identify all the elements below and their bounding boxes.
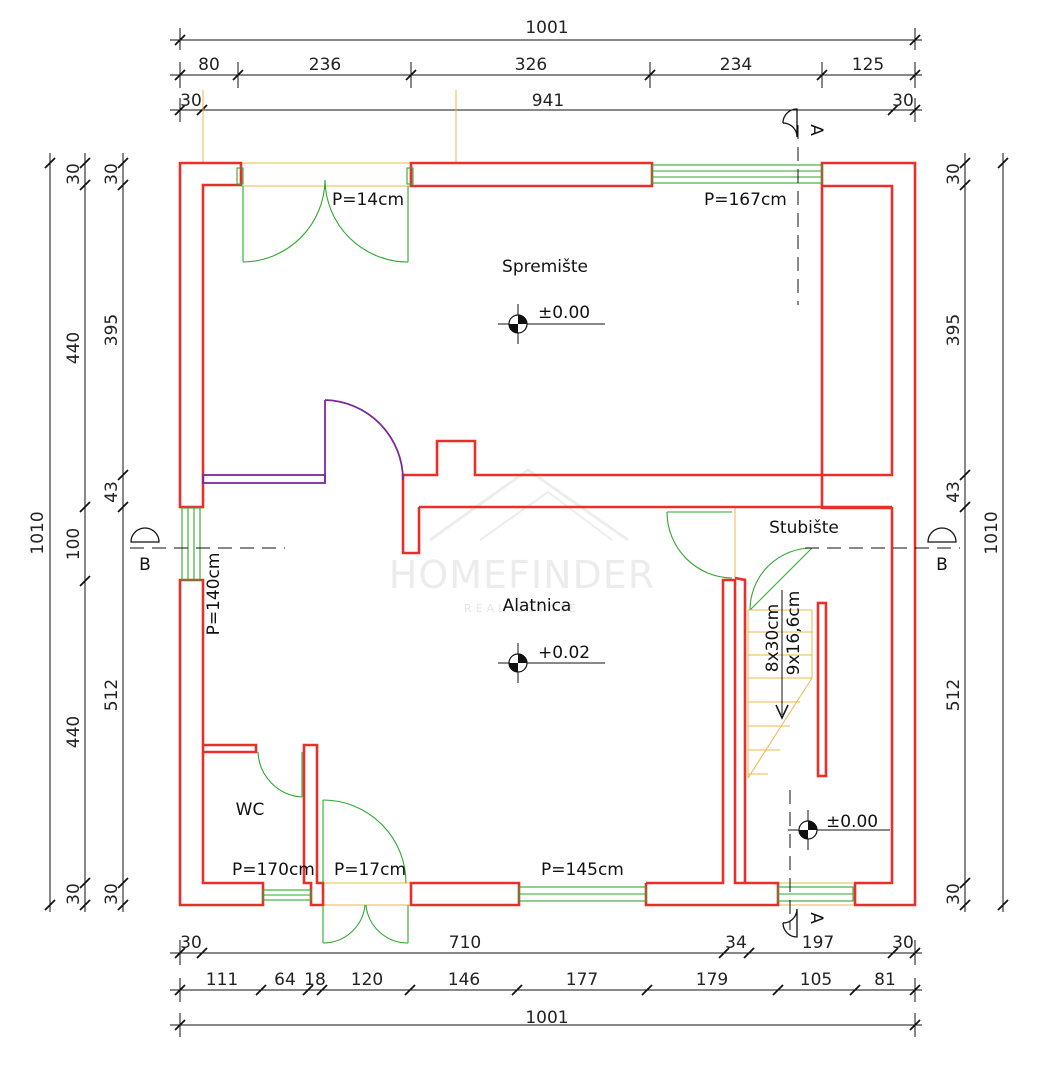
section-a-top: A bbox=[806, 124, 826, 136]
watermark: HOMEFINDER REAL ESTATE bbox=[389, 468, 655, 615]
dim-bottom-inner-34: 34 bbox=[725, 933, 747, 953]
dim-top-seg: 234 bbox=[720, 55, 752, 75]
dim-bottom-seg: 18 bbox=[304, 970, 326, 990]
dim-bottom-seg: 177 bbox=[566, 970, 598, 990]
dimension-lines bbox=[44, 28, 1009, 1037]
dim-left-outer: 30 bbox=[64, 163, 84, 185]
watermark-brand: HOMEFINDER bbox=[389, 553, 655, 597]
level-workshop: +0.02 bbox=[538, 643, 590, 663]
section-b-right: B bbox=[936, 555, 948, 575]
dim-top-inner-mid: 941 bbox=[532, 91, 564, 111]
dim-bottom-seg: 81 bbox=[874, 970, 896, 990]
dim-right-inner: 512 bbox=[944, 679, 964, 711]
dim-right-inner: 395 bbox=[944, 314, 964, 346]
dim-right-inner: 30 bbox=[944, 883, 964, 905]
room-wc-label: WC bbox=[236, 800, 265, 820]
stair-treads: 8x30cm bbox=[763, 604, 783, 672]
dim-top-seg: 125 bbox=[852, 55, 884, 75]
dim-left-outer: 30 bbox=[64, 883, 84, 905]
dim-top-total: 1001 bbox=[525, 18, 568, 38]
dim-left-inner: 395 bbox=[102, 314, 122, 346]
section-a-bottom: A bbox=[806, 912, 826, 924]
opening-window-wc: P=170cm bbox=[232, 860, 315, 880]
room-stairs-label: Stubište bbox=[769, 518, 839, 538]
dim-top-inner-left: 30 bbox=[180, 91, 202, 111]
opening-window-bottom: P=145cm bbox=[541, 860, 624, 880]
dim-bottom-total: 1001 bbox=[525, 1008, 568, 1028]
helper-lines bbox=[180, 90, 853, 906]
dim-bottom-inner-197: 197 bbox=[802, 933, 834, 953]
dim-bottom-seg: 146 bbox=[448, 970, 480, 990]
opening-window-left: P=140cm bbox=[204, 553, 224, 636]
dim-left-outer: 440 bbox=[64, 332, 84, 364]
level-stairs: ±0.00 bbox=[826, 812, 878, 832]
watermark-sub: REAL ESTATE bbox=[464, 602, 580, 615]
dim-left-inner: 512 bbox=[102, 679, 122, 711]
dim-left-total: 1010 bbox=[28, 511, 48, 554]
dim-left-outer: 100 bbox=[64, 528, 84, 560]
dim-left-outer: 440 bbox=[64, 716, 84, 748]
dim-bottom-inner-left: 30 bbox=[180, 933, 202, 953]
staircase bbox=[747, 590, 813, 779]
dim-bottom-seg: 120 bbox=[351, 970, 383, 990]
stair-risers: 9x16,6cm bbox=[784, 591, 804, 676]
dim-bottom-seg: 111 bbox=[206, 970, 238, 990]
opening-door-bottom: P=17cm bbox=[334, 860, 406, 880]
section-b-left: B bbox=[139, 555, 151, 575]
dim-bottom-seg: 64 bbox=[274, 970, 296, 990]
labels: Spremište Alatnica Stubište WC ±0.00 +0.… bbox=[204, 190, 878, 880]
dim-right-total: 1010 bbox=[982, 511, 1002, 554]
openings bbox=[181, 164, 854, 944]
dim-top-seg: 326 bbox=[515, 55, 547, 75]
dimension-labels: 1001 80 236 326 234 125 30 941 30 30 710… bbox=[28, 18, 1002, 1028]
dim-bottom-inner-mid: 710 bbox=[449, 933, 481, 953]
dim-left-inner: 43 bbox=[102, 481, 122, 503]
walls bbox=[178, 161, 917, 907]
dim-right-inner: 43 bbox=[944, 481, 964, 503]
section-lines: A A B B bbox=[130, 108, 960, 938]
dim-top-seg: 80 bbox=[198, 55, 220, 75]
dim-bottom-inner-right: 30 bbox=[892, 933, 914, 953]
opening-door-top: P=14cm bbox=[332, 190, 404, 210]
dim-right-inner: 30 bbox=[944, 163, 964, 185]
dim-bottom-seg: 105 bbox=[800, 970, 832, 990]
dim-top-inner-right: 30 bbox=[892, 91, 914, 111]
dim-bottom-seg: 179 bbox=[696, 970, 728, 990]
level-markers bbox=[498, 304, 890, 850]
level-storage: ±0.00 bbox=[538, 303, 590, 323]
room-workshop-label: Alatnica bbox=[503, 596, 572, 616]
dim-left-inner: 30 bbox=[102, 883, 122, 905]
dim-left-inner: 30 bbox=[102, 163, 122, 185]
room-storage-label: Spremište bbox=[502, 257, 588, 277]
dim-top-seg: 236 bbox=[309, 55, 341, 75]
opening-window-top: P=167cm bbox=[704, 190, 787, 210]
